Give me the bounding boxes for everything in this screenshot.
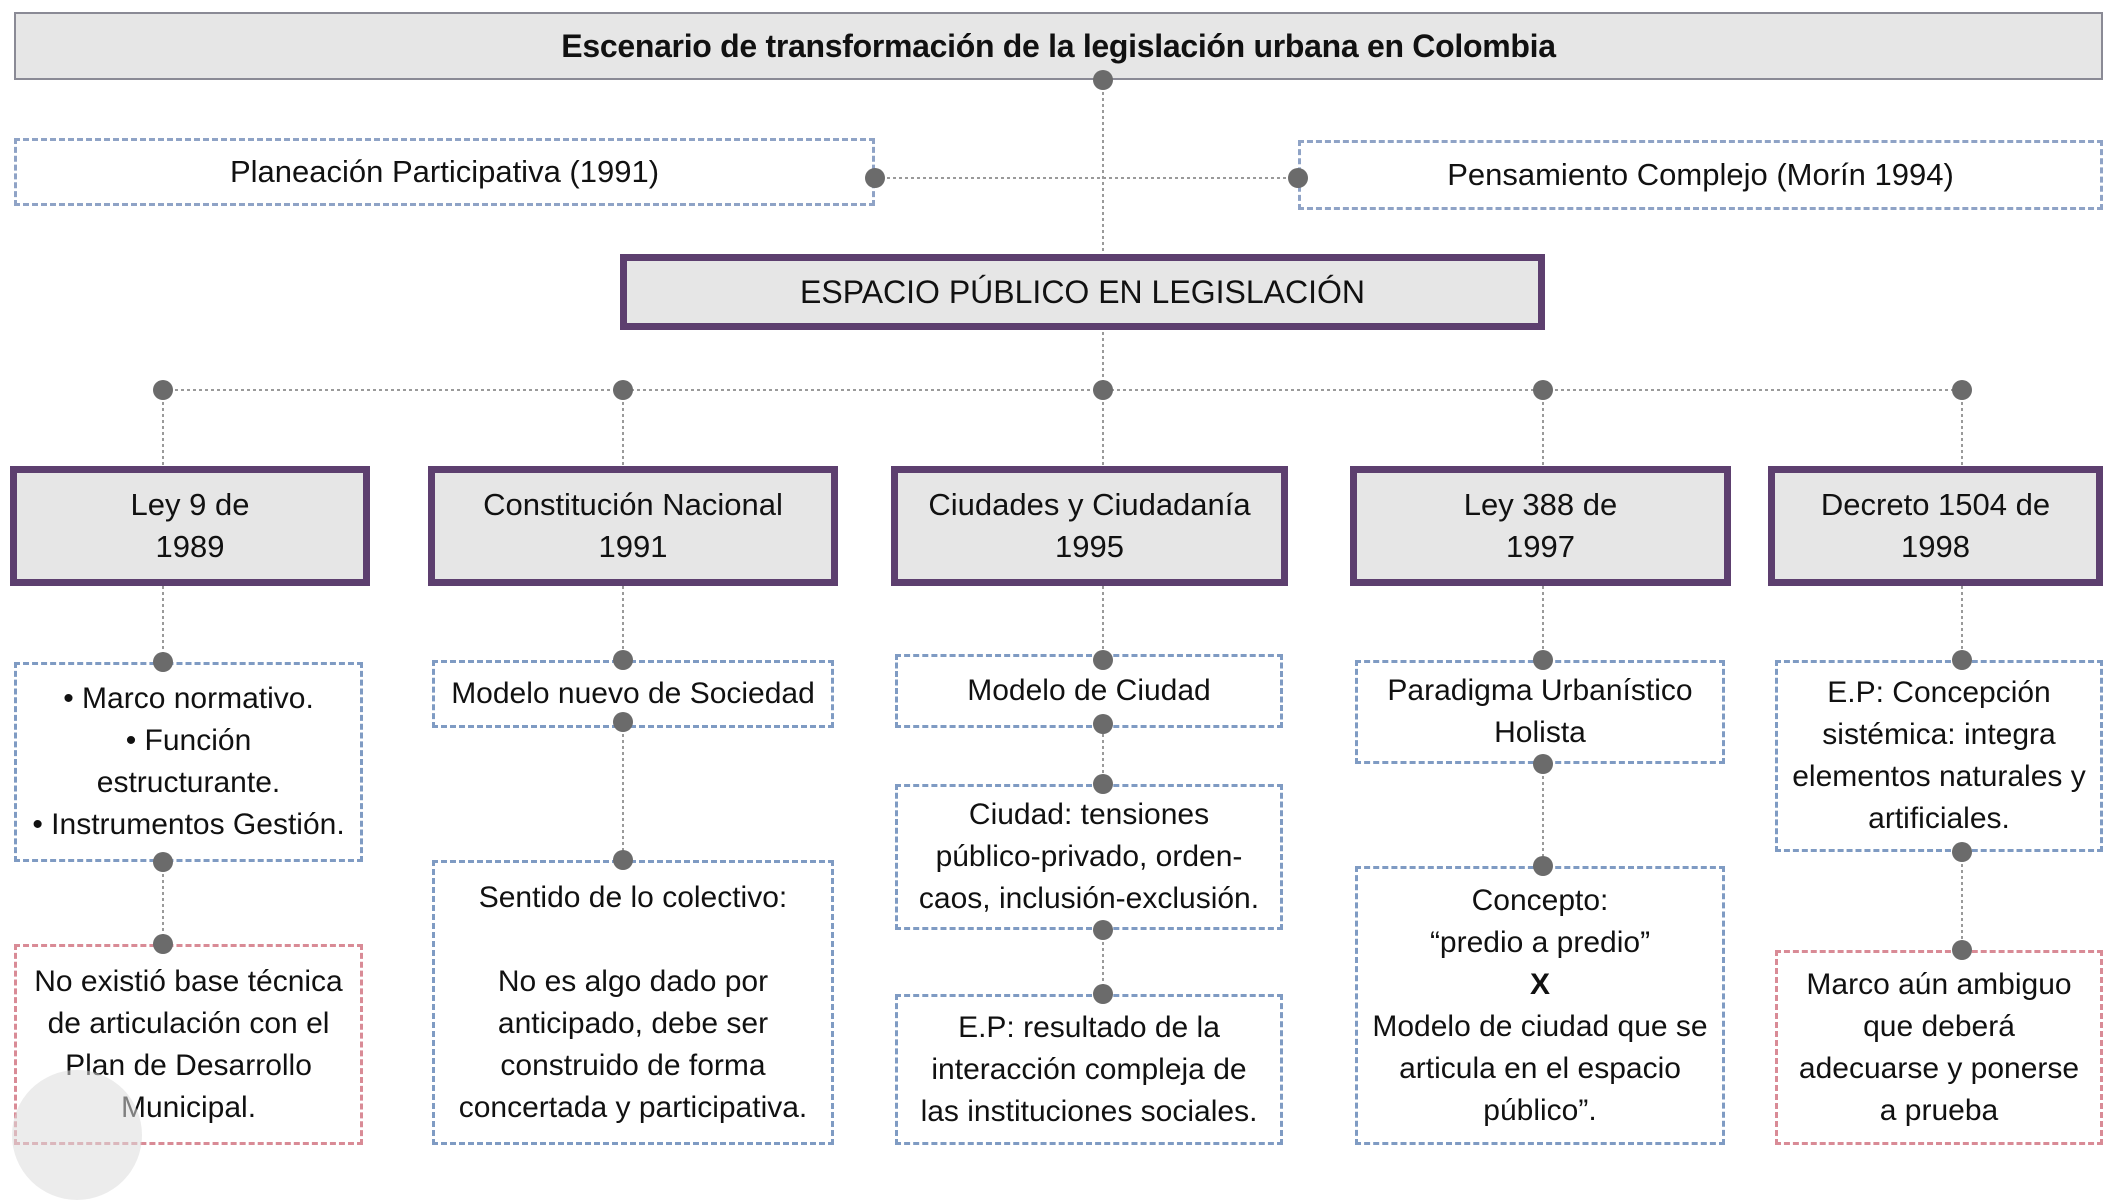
info-line: Sentido de lo colectivo: xyxy=(478,880,788,914)
law-box-line: 1997 xyxy=(1506,529,1575,564)
info-line: Marco aún ambiguo xyxy=(1806,967,2072,1001)
law-box-line: 1989 xyxy=(155,529,225,564)
info-line: estructurante. xyxy=(96,766,281,799)
info-line: de articulación con el xyxy=(47,1006,330,1040)
info-line: “predio a predio” xyxy=(1429,925,1651,959)
law-box-line: 1991 xyxy=(598,529,668,564)
info-line: articula en el espacio xyxy=(1399,1051,1681,1085)
info-line: Modelo de ciudad que se xyxy=(1372,1009,1708,1043)
watermark-shape xyxy=(12,1070,142,1200)
info-line: anticipado, debe ser xyxy=(497,1006,769,1040)
info-box-constitucion-colectivo: Sentido de lo colectivo: No es algo dado… xyxy=(432,860,834,1145)
info-line: público”. xyxy=(1483,1093,1597,1127)
law-box-line: Constitución Nacional xyxy=(483,487,783,522)
connector-lines xyxy=(162,80,1963,994)
info-line: que deberá xyxy=(1863,1009,2015,1043)
law-box-line: 1995 xyxy=(1055,529,1124,564)
info-line: E.P: resultado de la xyxy=(958,1010,1220,1044)
info-line: adecuarse y ponerse xyxy=(1798,1051,2080,1085)
espacio-publico-label: ESPACIO PÚBLICO EN LEGISLACIÓN xyxy=(800,273,1365,310)
info-line: • Función xyxy=(125,724,252,757)
info-line: Paradigma Urbanístico xyxy=(1387,674,1693,707)
pensamiento-complejo-label: Pensamiento Complejo (Morín 1994) xyxy=(1447,157,1954,192)
info-line: a prueba xyxy=(1879,1093,1999,1127)
info-line: E.P: Concepción xyxy=(1827,676,2051,709)
espacio-publico-box: ESPACIO PÚBLICO EN LEGISLACIÓN xyxy=(620,254,1545,330)
info-box-ley-388-paradigma: Paradigma Urbanístico Holista xyxy=(1355,660,1725,764)
law-box-constitucion: Constitución Nacional 1991 xyxy=(428,466,838,586)
info-box-ley-9-normativo: • Marco normativo. • Función estructuran… xyxy=(14,662,363,862)
info-line: interacción compleja de xyxy=(931,1052,1247,1086)
info-line: Concepto: xyxy=(1471,883,1609,917)
info-line: las instituciones sociales. xyxy=(920,1094,1258,1128)
info-line: No es algo dado por xyxy=(497,964,769,998)
info-box-ley-388-concepto: Concepto: “predio a predio” X Modelo de … xyxy=(1355,866,1725,1145)
diagram-title: Escenario de transformación de la legisl… xyxy=(14,12,2103,80)
info-box-ley-9-critica: No existió base técnica de articulación … xyxy=(14,944,363,1145)
info-box-decreto-marco: Marco aún ambiguo que deberá adecuarse y… xyxy=(1775,950,2103,1145)
law-box-line: Decreto 1504 de xyxy=(1820,487,2051,522)
info-line: X xyxy=(1529,967,1550,1001)
diagram-title-text: Escenario de transformación de la legisl… xyxy=(561,27,1556,64)
law-box-ley-9: Ley 9 de 1989 xyxy=(10,466,370,586)
info-line: concertada y participativa. xyxy=(458,1090,808,1124)
info-line: construido de forma xyxy=(500,1048,766,1082)
info-line: Modelo de Ciudad xyxy=(967,674,1211,707)
info-line: Municipal. xyxy=(120,1090,257,1124)
pensamiento-complejo-box: Pensamiento Complejo (Morín 1994) xyxy=(1298,140,2103,210)
info-line: No existió base técnica xyxy=(34,964,343,998)
info-box-decreto-concepcion: E.P: Concepción sistémica: integra eleme… xyxy=(1775,660,2103,852)
info-box-ciudades-resultado: E.P: resultado de la interacción complej… xyxy=(895,994,1283,1145)
law-box-ciudades: Ciudades y Ciudadanía 1995 xyxy=(891,466,1288,586)
info-spacer xyxy=(459,919,808,961)
info-line: • Marco normativo. xyxy=(63,682,314,715)
planeacion-participativa-box: Planeación Participativa (1991) xyxy=(14,138,875,206)
law-box-line: Ley 9 de xyxy=(130,487,250,522)
info-line: Holista xyxy=(1494,716,1586,749)
info-line: • Instrumentos Gestión. xyxy=(32,808,345,841)
info-box-ciudades-tensiones: Ciudad: tensiones público-privado, orden… xyxy=(895,784,1283,930)
info-box-ciudades-modelo: Modelo de Ciudad xyxy=(895,654,1283,728)
law-box-ley-388: Ley 388 de 1997 xyxy=(1350,466,1731,586)
law-box-line: 1998 xyxy=(1901,529,1970,564)
info-line: Ciudad: tensiones xyxy=(968,798,1210,831)
law-box-decreto-1504: Decreto 1504 de 1998 xyxy=(1768,466,2103,586)
law-box-line: Ley 388 de xyxy=(1463,487,1618,522)
info-line: caos, inclusión-exclusión. xyxy=(918,882,1260,915)
law-box-line: Ciudades y Ciudadanía xyxy=(928,487,1251,522)
info-line: artificiales. xyxy=(1868,802,2010,835)
info-line: Modelo nuevo de Sociedad xyxy=(451,677,815,710)
planeacion-participativa-label: Planeación Participativa (1991) xyxy=(229,154,660,189)
info-line: elementos naturales y xyxy=(1792,760,2086,793)
info-line: público-privado, orden- xyxy=(935,840,1243,873)
info-line: sistémica: integra xyxy=(1822,718,2056,751)
info-box-constitucion-modelo: Modelo nuevo de Sociedad xyxy=(432,660,834,728)
